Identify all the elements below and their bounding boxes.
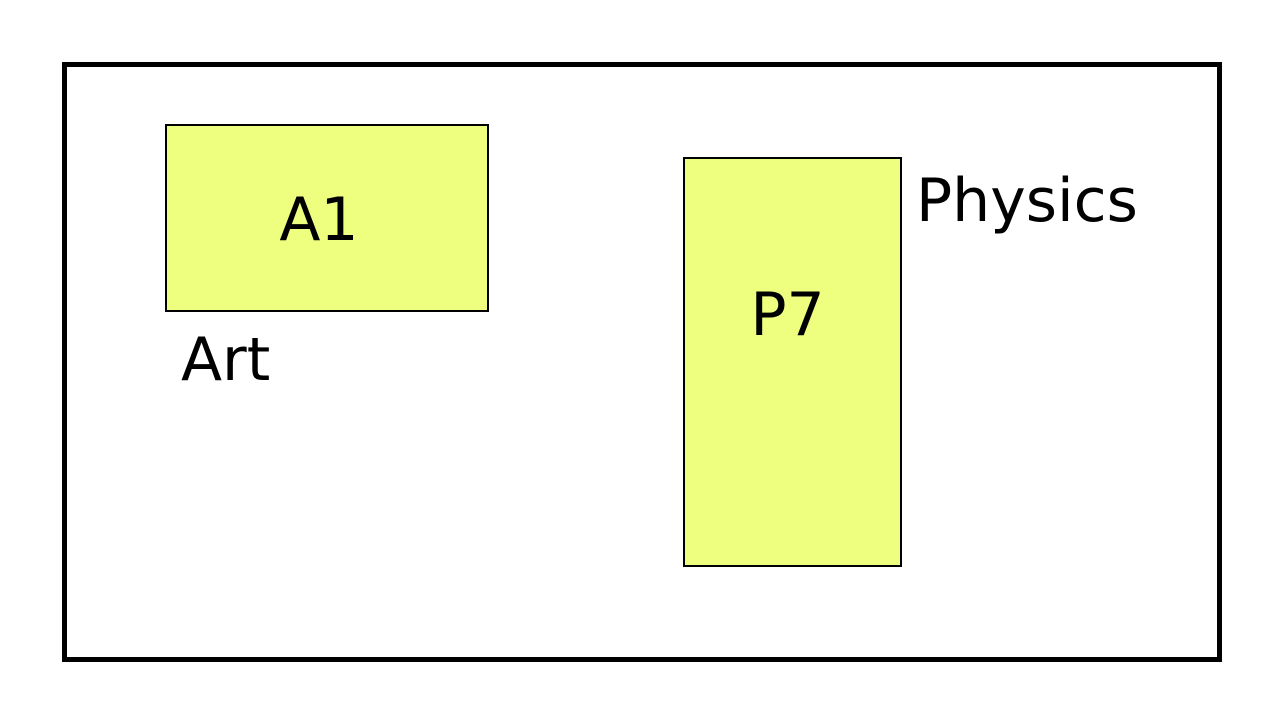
department-label-art: Art [181,325,271,395]
room-code-a1: A1 [279,185,359,255]
room-a1: A1 [165,124,489,312]
department-label-physics: Physics [916,166,1138,236]
room-code-p7: P7 [750,280,825,350]
room-p7: P7 [683,157,902,567]
